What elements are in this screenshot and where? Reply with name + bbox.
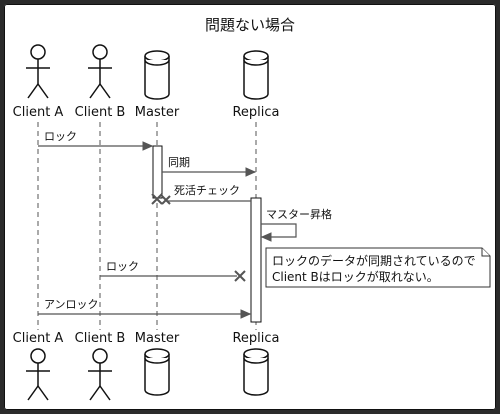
participant-label-client-a-top: Client A xyxy=(13,105,64,120)
participant-label-client-b-top: Client B xyxy=(75,105,126,120)
participant-label-client-b-bottom: Client B xyxy=(75,331,126,346)
participant-label-replica-top: Replica xyxy=(232,105,279,120)
diagram-title: 問題ない場合 xyxy=(205,16,295,34)
message-label-lock-a: ロック xyxy=(44,130,77,143)
actor-icon-client-a-bottom xyxy=(26,348,50,401)
lost-x-icon-replica xyxy=(234,270,246,282)
participant-label-client-a-bottom: Client A xyxy=(13,331,64,346)
note-line-2: Client Bはロックが取れない。 xyxy=(272,269,439,284)
note-box xyxy=(265,247,491,288)
activation-replica xyxy=(250,197,262,323)
participant-label-master-bottom: Master xyxy=(135,331,180,346)
note-line-1: ロックのデータが同期されているので xyxy=(272,253,476,268)
message-arrow-promote xyxy=(260,223,297,242)
database-icon-master-top xyxy=(144,50,170,100)
database-icon-replica-top xyxy=(243,50,269,100)
message-label-lock-b: ロック xyxy=(106,260,139,273)
message-label-heartbeat: 死活チェック xyxy=(174,184,240,197)
database-icon-master-bottom xyxy=(144,348,170,396)
actor-icon-client-b-bottom xyxy=(88,348,112,401)
activation-master xyxy=(152,145,163,199)
lost-x-icon-master xyxy=(151,193,171,205)
actor-icon-client-b-top xyxy=(88,44,112,99)
actor-icon-client-a-top xyxy=(26,44,50,99)
message-label-promote: マスター昇格 xyxy=(266,207,332,221)
message-label-unlock: アンロック xyxy=(44,298,99,311)
diagram-frame: 問題ない場合 Client A Client B Master Replica … xyxy=(4,4,496,410)
participant-label-replica-bottom: Replica xyxy=(232,331,279,346)
message-label-sync: 同期 xyxy=(168,156,190,169)
database-icon-replica-bottom xyxy=(243,348,269,396)
participant-label-master-top: Master xyxy=(135,105,180,120)
